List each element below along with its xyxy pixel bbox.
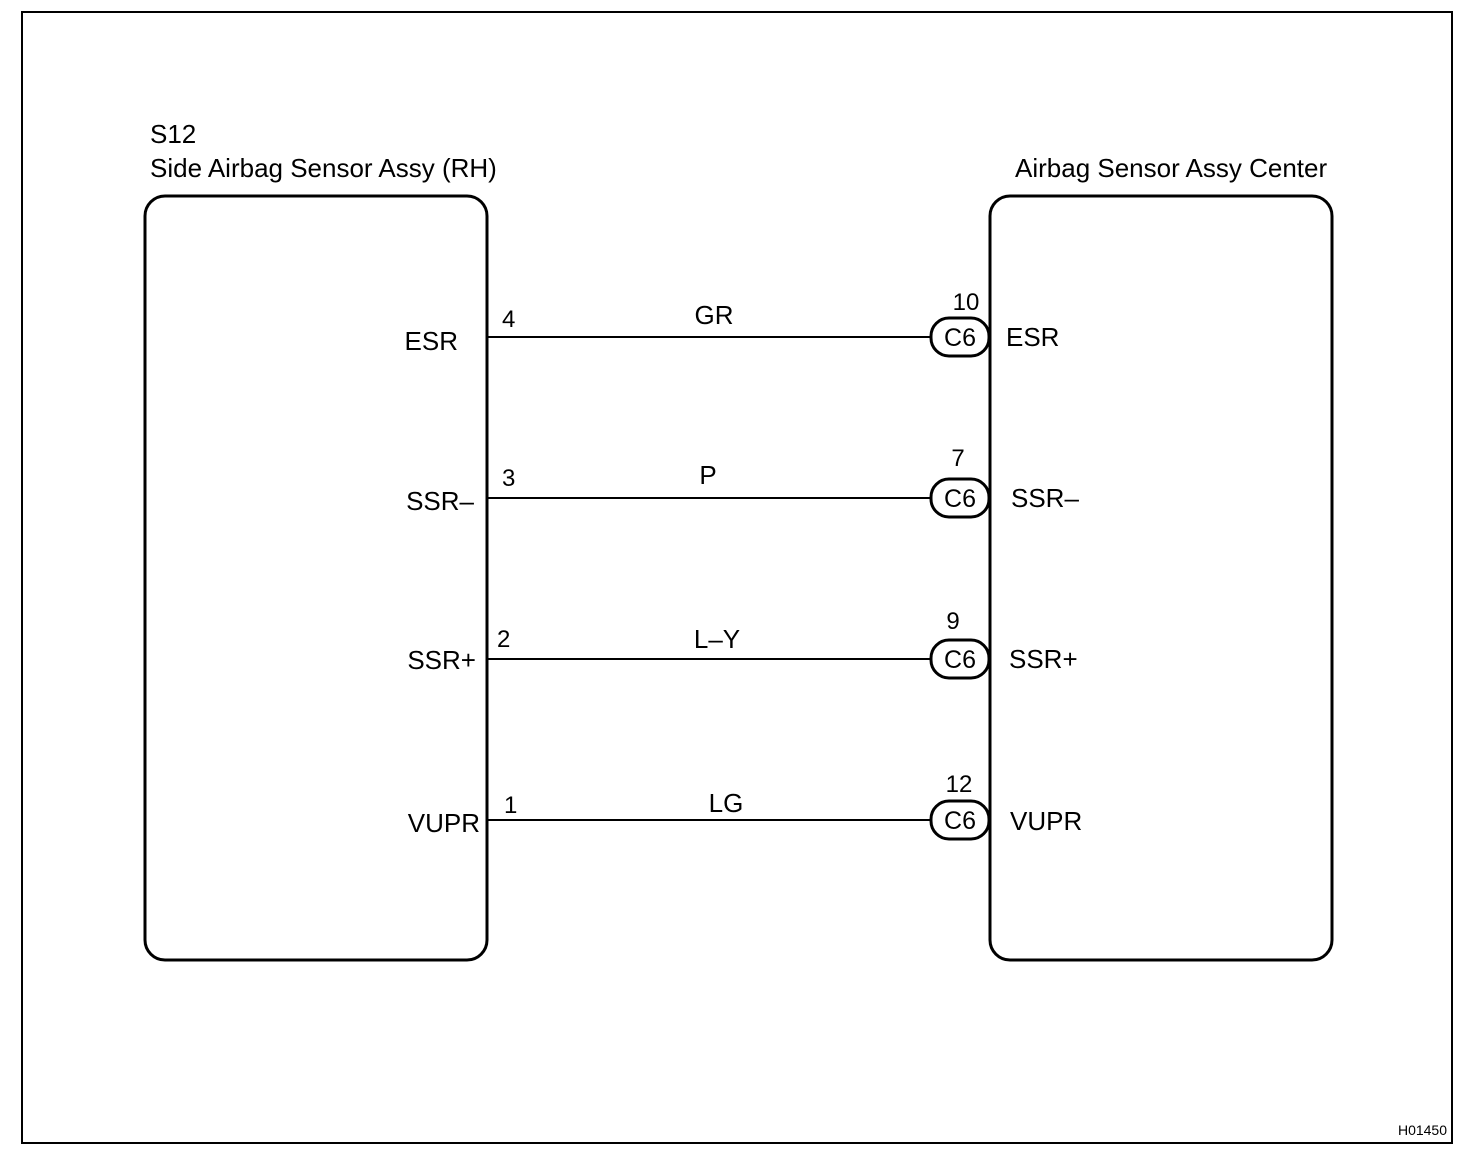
figure-id: H01450	[1398, 1122, 1447, 1138]
right-signal-label: SSR–	[1011, 483, 1079, 513]
wire-vupr: VUPR 1 LG C6 12 VUPR	[408, 771, 1082, 841]
wire-color-label: L–Y	[694, 624, 740, 654]
wire-color-label: LG	[709, 788, 744, 818]
right-signal-label: ESR	[1006, 322, 1059, 352]
right-component-box	[988, 194, 1334, 962]
left-signal-label: ESR	[405, 326, 458, 356]
left-pin-number: 1	[504, 792, 517, 819]
connector-label: C6	[944, 485, 976, 513]
left-signal-label: SSR–	[406, 486, 474, 516]
left-component-code: S12	[150, 119, 196, 149]
right-pin-number: 9	[946, 608, 959, 635]
connector-badge	[929, 638, 991, 680]
right-pin-number: 7	[951, 445, 964, 472]
connector-label: C6	[944, 646, 976, 674]
left-pin-number: 3	[502, 465, 515, 492]
left-signal-label: VUPR	[408, 808, 480, 838]
right-component-name: Airbag Sensor Assy Center	[1015, 153, 1327, 183]
diagram-frame	[21, 11, 1453, 1144]
wire-esr: ESR 4 GR C6 10 ESR	[405, 289, 1059, 358]
connector-label: C6	[944, 807, 976, 835]
right-pin-number: 12	[946, 771, 973, 798]
connector-badge	[929, 477, 991, 519]
right-signal-label: SSR+	[1009, 644, 1078, 674]
left-signal-label: SSR+	[407, 645, 476, 675]
wire-color-label: GR	[695, 300, 734, 330]
left-component-name: Side Airbag Sensor Assy (RH)	[150, 153, 497, 183]
wire-color-label: P	[699, 460, 716, 490]
wire-ssr-minus: SSR– 3 P C6 7 SSR–	[406, 445, 1079, 519]
connector-badge	[929, 316, 991, 358]
wire-ssr-plus: SSR+ 2 L–Y C6 9 SSR+	[407, 608, 1078, 680]
left-pin-number: 2	[497, 626, 510, 653]
left-pin-number: 4	[502, 306, 515, 333]
connector-label: C6	[944, 324, 976, 352]
right-signal-label: VUPR	[1010, 806, 1082, 836]
left-component-box	[143, 194, 489, 962]
right-pin-number: 10	[953, 289, 980, 316]
connector-badge	[929, 799, 991, 841]
